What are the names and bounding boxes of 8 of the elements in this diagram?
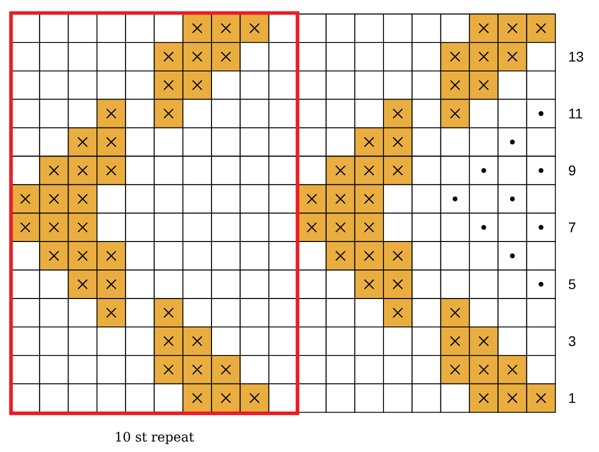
row-number: 1 [569,393,576,403]
repeat-label: 10 st repeat [116,432,194,444]
row-number: 11 [569,108,582,118]
row-number: 5 [568,279,576,290]
row-number: 3 [568,336,576,346]
row-number: 7 [568,222,576,232]
row-number: 9 [568,166,576,176]
row-number: 13 [569,52,584,62]
